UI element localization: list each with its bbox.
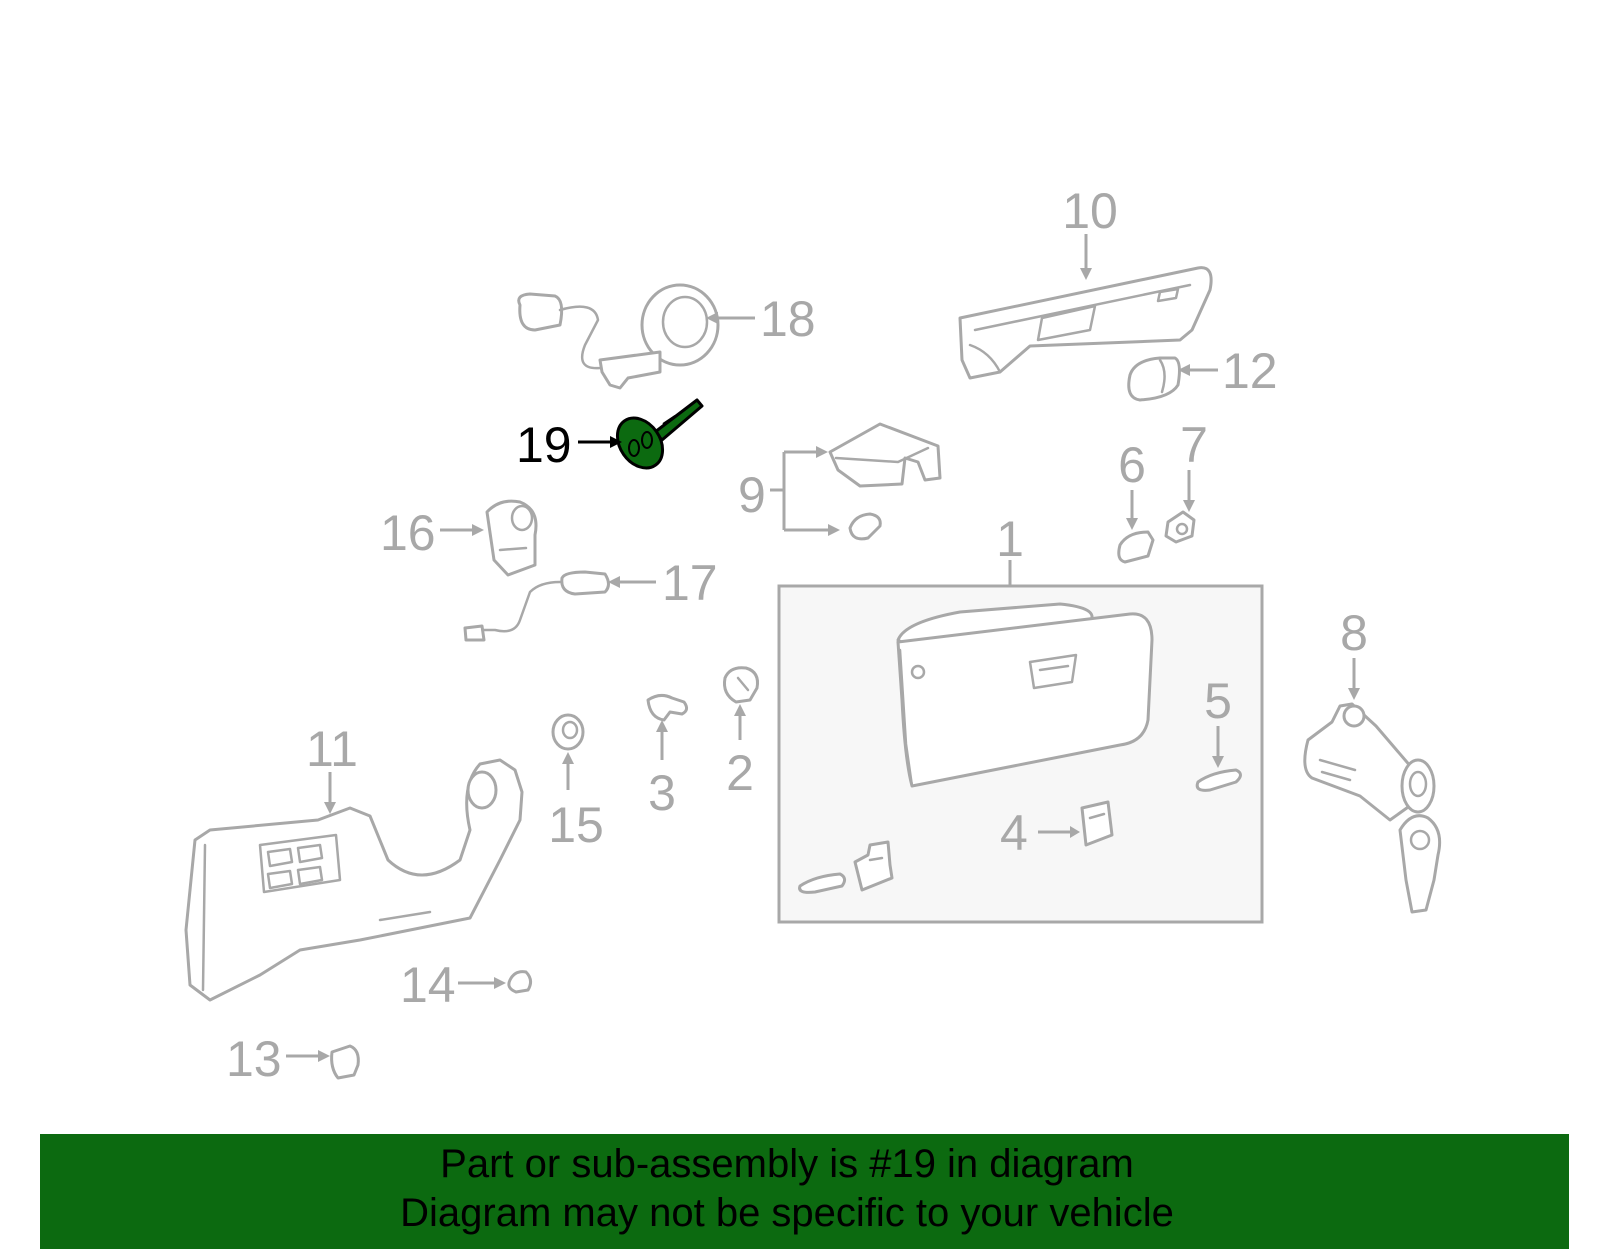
part-10-dash-panel[interactable] [958,266,1213,380]
part-17-harness[interactable] [463,570,610,642]
callout-10[interactable]: 10 [1062,183,1118,239]
part-12[interactable] [1127,356,1181,402]
callout-9[interactable]: 9 [738,467,766,523]
part-11-lower-panel[interactable] [184,758,524,1002]
leader-arrows [286,234,1360,1062]
leader-arrow-19 [578,436,622,448]
part-1-hinge-pieces [798,840,894,894]
part-5-damper[interactable] [1195,768,1242,792]
callout-1[interactable]: 1 [996,511,1024,567]
callout-2[interactable]: 2 [726,745,754,801]
callout-15[interactable]: 15 [548,797,604,853]
banner-line-2: Diagram may not be specific to your vehi… [400,1191,1174,1235]
part-1-glove-box[interactable] [896,602,1154,788]
part-19-key-highlighted[interactable] [608,398,704,477]
part-8-lock-cylinder[interactable] [1303,702,1442,914]
callout-17[interactable]: 17 [662,555,718,611]
part-16-switch[interactable] [485,499,538,577]
part-14[interactable] [507,970,533,994]
callout-11[interactable]: 11 [306,721,358,777]
part-4-latch[interactable] [1080,800,1114,847]
part-13[interactable] [330,1044,360,1080]
part-15-grommet[interactable] [551,713,585,751]
banner-line-1: Part or sub-assembly is #19 in diagram [440,1142,1134,1186]
info-banner: Part or sub-assembly is #19 in diagram D… [40,1134,1569,1249]
callout-6[interactable]: 6 [1118,437,1146,493]
callout-7[interactable]: 7 [1180,417,1208,473]
callout-19[interactable]: 19 [516,417,572,473]
callout-12[interactable]: 12 [1222,343,1278,399]
callout-4[interactable]: 4 [1000,805,1028,861]
part-18-bezel-harness[interactable] [517,283,720,390]
callout-5[interactable]: 5 [1204,673,1232,729]
callout-8[interactable]: 8 [1340,605,1368,661]
part-6[interactable] [1117,530,1155,564]
callout-16[interactable]: 16 [380,505,436,561]
callout-18[interactable]: 18 [760,291,816,347]
callout-3[interactable]: 3 [648,765,676,821]
part-2-clip[interactable] [723,666,759,704]
part-9-bracket[interactable] [828,422,942,541]
part-7[interactable] [1164,510,1196,544]
part-3-clip[interactable] [646,693,689,722]
callout-13[interactable]: 13 [226,1031,282,1087]
callout-14[interactable]: 14 [400,957,456,1013]
